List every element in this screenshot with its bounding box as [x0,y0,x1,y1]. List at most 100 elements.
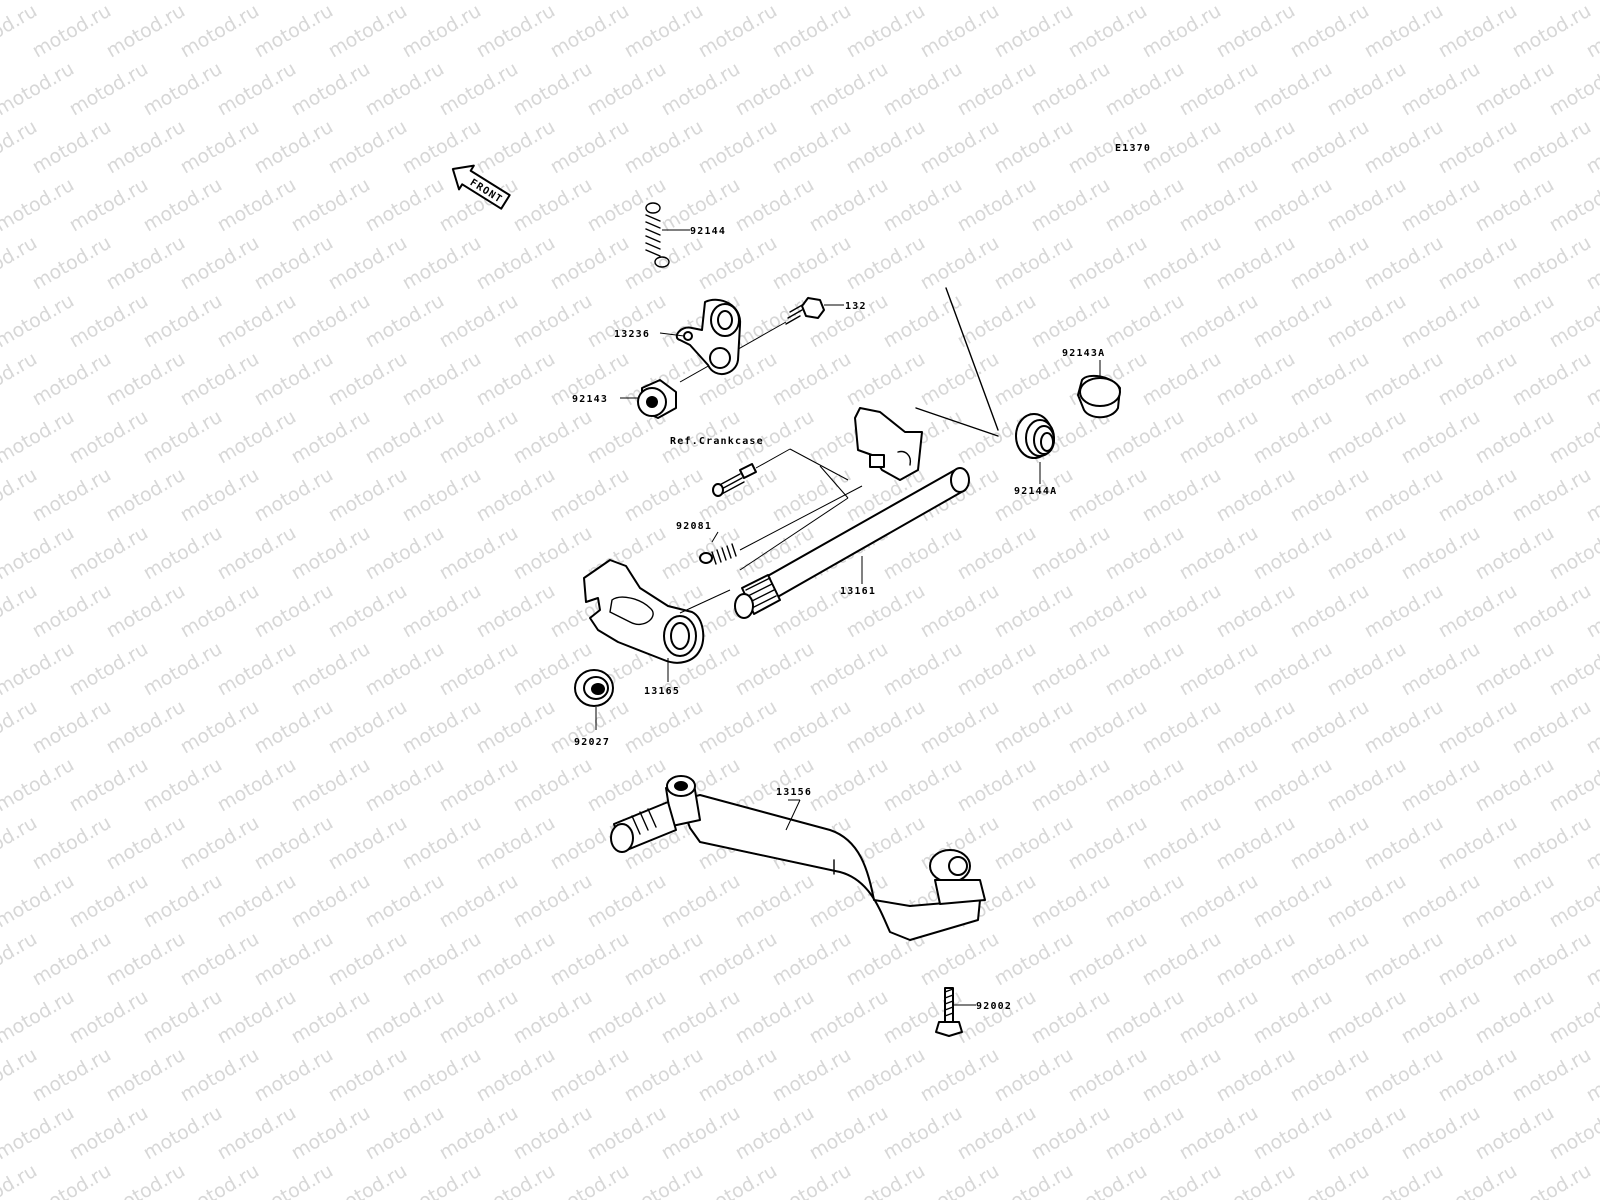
watermark-text: motod.ru [66,0,152,4]
watermark-text: motod.ru [177,464,263,527]
watermark-text: motod.ru [1287,464,1373,527]
watermark-text: motod.ru [1361,580,1447,643]
watermark-text: motod.ru [843,116,929,179]
watermark-text: motod.ru [177,696,263,759]
watermark-text: motod.ru [1546,0,1600,4]
watermark-text: motod.ru [473,1160,559,1200]
watermark-text: motod.ru [1065,928,1151,991]
watermark-text: motod.ru [177,116,263,179]
watermark-text: motod.ru [1213,928,1299,991]
watermark-text: motod.ru [1472,986,1558,1049]
watermark-text: motod.ru [1176,174,1262,237]
watermark-text: motod.ru [621,928,707,991]
watermark-text: motod.ru [362,174,448,237]
watermark-text: motod.ru [362,754,448,817]
label-13156: 13156 [776,787,812,798]
watermark-text: motod.ru [140,870,226,933]
label-92143: 92143 [572,394,608,405]
watermark-text: motod.ru [510,522,596,585]
watermark-text: motod.ru [991,580,1077,643]
watermark-text: motod.ru [0,1102,78,1165]
watermark-text: motod.ru [917,348,1003,411]
watermark-text: motod.ru [436,986,522,1049]
watermark-text: motod.ru [1398,522,1484,585]
watermark-text: motod.ru [288,754,374,817]
watermark-text: motod.ru [917,696,1003,759]
watermark-text: motod.ru [1435,1044,1521,1107]
watermark-text: motod.ru [1324,754,1410,817]
watermark-text: motod.ru [1398,1102,1484,1165]
watermark-text: motod.ru [917,580,1003,643]
watermark-text: motod.ru [1102,174,1188,237]
watermark-text: motod.ru [880,58,966,121]
watermark-text: motod.ru [325,464,411,527]
watermark-text: motod.ru [621,0,707,62]
watermark-text: motod.ru [473,116,559,179]
watermark-text: motod.ru [1361,1044,1447,1107]
watermark-text: motod.ru [1509,232,1595,295]
watermark-text: motod.ru [1250,406,1336,469]
watermark-text: motod.ru [1287,696,1373,759]
watermark-text: motod.ru [1509,116,1595,179]
watermark-text: motod.ru [1139,348,1225,411]
watermark-text: motod.ru [66,754,152,817]
watermark-text: motod.ru [1176,754,1262,817]
watermark-text: motod.ru [1509,812,1595,875]
watermark-text: motod.ru [0,58,78,121]
watermark-text: motod.ru [251,232,337,295]
watermark-text: motod.ru [621,116,707,179]
watermark-text: motod.ru [510,986,596,1049]
watermark-text: motod.ru [29,812,115,875]
watermark-text: motod.ru [991,232,1077,295]
watermark-text: motod.ru [399,580,485,643]
watermark-text: motod.ru [658,870,744,933]
watermark-text: motod.ru [251,928,337,991]
watermark-text: motod.ru [917,232,1003,295]
watermark-text: motod.ru [621,232,707,295]
watermark-text: motod.ru [547,116,633,179]
watermark-text: motod.ru [29,116,115,179]
watermark-text: motod.ru [547,1160,633,1200]
watermark-text: motod.ru [1139,232,1225,295]
watermark-text: motod.ru [658,986,744,1049]
watermark-text: motod.ru [1546,174,1600,237]
watermark-text: motod.ru [251,1160,337,1200]
watermark-text: motod.ru [769,928,855,991]
watermark-text: motod.ru [1065,580,1151,643]
watermark-text: motod.ru [1435,232,1521,295]
watermark-text: motod.ru [325,1160,411,1200]
watermark-text: motod.ru [436,406,522,469]
watermark-text: motod.ru [1139,0,1225,62]
watermark-text: motod.ru [991,928,1077,991]
watermark-text: motod.ru [0,290,78,353]
watermark-text: motod.ru [1472,522,1558,585]
watermark-text: motod.ru [1287,116,1373,179]
watermark-text: motod.ru [1361,348,1447,411]
watermark-text: motod.ru [362,1102,448,1165]
watermark-text: motod.ru [29,580,115,643]
label-132: 132 [845,301,867,312]
watermark-text: motod.ru [732,174,818,237]
watermark-text: motod.ru [1324,290,1410,353]
watermark-text: motod.ru [1139,928,1225,991]
watermark-text: motod.ru [1213,464,1299,527]
watermark-text: motod.ru [288,870,374,933]
watermark-text: motod.ru [214,870,300,933]
watermark-text: motod.ru [843,232,929,295]
watermark-text: motod.ru [547,464,633,527]
watermark-text: motod.ru [1287,580,1373,643]
watermark-text: motod.ru [1028,174,1114,237]
label-92144A: 92144A [1014,486,1057,497]
watermark-text: motod.ru [1065,1160,1151,1200]
watermark-text: motod.ru [584,986,670,1049]
watermark-text: motod.ru [1398,638,1484,701]
watermark-text: motod.ru [658,1102,744,1165]
watermark-text: motod.ru [1435,812,1521,875]
watermark-text: motod.ru [436,870,522,933]
watermark-text: motod.ru [66,58,152,121]
watermark-text: motod.ru [1250,522,1336,585]
watermark-text: motod.ru [103,1160,189,1200]
watermark-text: motod.ru [732,1102,818,1165]
watermark-text: motod.ru [769,1044,855,1107]
watermark-text: motod.ru [66,522,152,585]
